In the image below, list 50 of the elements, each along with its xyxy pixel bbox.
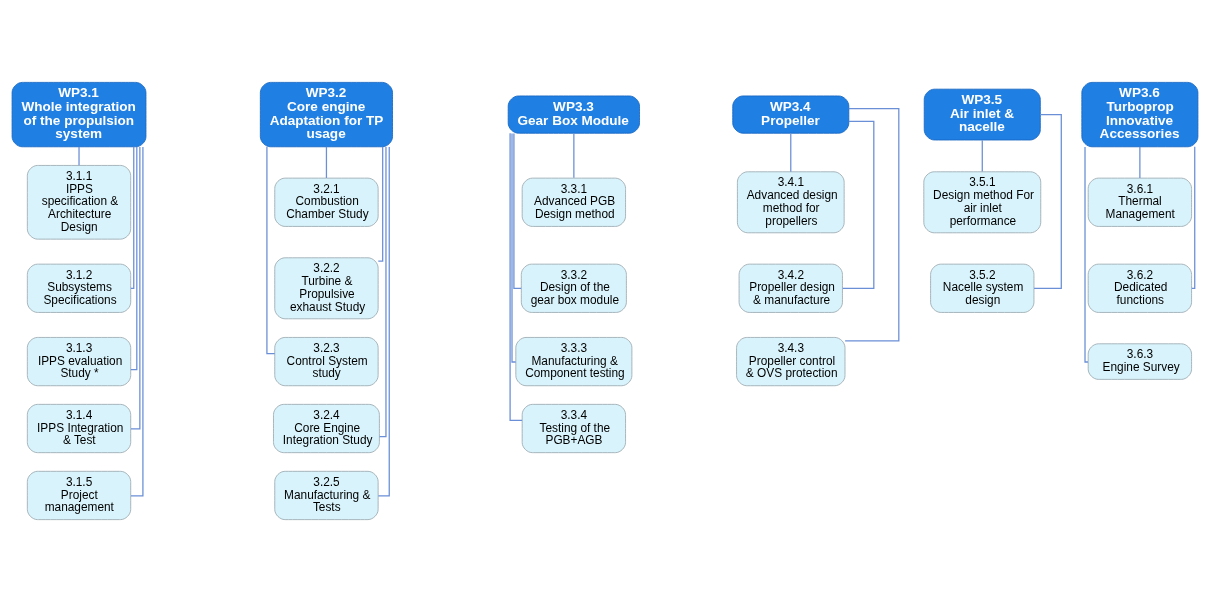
node-box: 3.2.4 Core Engine Integration Study xyxy=(273,403,380,453)
connector xyxy=(130,145,144,497)
connector xyxy=(981,139,983,172)
node-box: 3.4.2 Propeller design & manufacture xyxy=(738,263,843,313)
node-box: 3.3.2 Design of the gear box module xyxy=(520,263,627,313)
node-box: 3.5.1 Design method For air inlet performance xyxy=(923,170,1042,233)
node-box: 3.6.3 Engine Survey xyxy=(1087,342,1192,380)
node-box: 3.3.3 Manufacturing & Component testing xyxy=(515,336,633,386)
connector xyxy=(378,145,387,437)
node-box: 3.3.4 Testing of the PGB+AGB xyxy=(521,403,626,453)
connector xyxy=(266,145,276,354)
connector xyxy=(513,132,522,289)
connector xyxy=(842,120,875,289)
node-box: 3.6.2 Dedicated functions xyxy=(1087,263,1192,313)
node-box: 3.2.2 Turbine & Propulsive exhaust Study xyxy=(274,256,379,319)
connector xyxy=(78,145,80,166)
node-box: WP3.2 Core engine Adaptation for TP usage xyxy=(259,81,393,147)
connector xyxy=(377,145,390,497)
node-box: 3.2.5 Manufacturing & Tests xyxy=(274,470,379,520)
node-box: 3.1.2 Subsystems Specifications xyxy=(26,263,132,313)
connector xyxy=(844,107,900,341)
node-box: 3.4.1 Advanced design method for propellers xyxy=(736,170,845,233)
node-box: 3.5.2 Nacelle system design xyxy=(930,263,1035,313)
node-box: 3.1.1 IPPS specification & Architecture Design xyxy=(26,164,132,240)
node-box: 3.2.1 Combustion Chamber Study xyxy=(274,177,379,227)
node-box: 3.1.5 Project management xyxy=(26,470,132,520)
node-box: WP3.4 Propeller xyxy=(732,95,850,134)
connector xyxy=(377,146,384,262)
connector xyxy=(130,145,135,289)
node-box: 3.1.4 IPPS Integration & Test xyxy=(26,403,132,453)
node-box: WP3.6 Turboprop Innovative Accessories xyxy=(1081,81,1199,147)
node-box: 3.2.3 Control System study xyxy=(274,336,379,386)
connector xyxy=(1084,145,1089,363)
node-box: 3.3.1 Advanced PGB Design method xyxy=(521,177,626,227)
node-box: 3.6.1 Thermal Management xyxy=(1087,177,1192,227)
connector xyxy=(573,132,575,178)
node-box: WP3.5 Air inlet & nacelle xyxy=(923,88,1041,140)
connector xyxy=(1191,145,1196,289)
connector xyxy=(511,132,517,363)
node-box: 3.4.3 Propeller control & OVS protection xyxy=(736,336,846,386)
node-box: WP3.1 Whole integration of the propulsion system xyxy=(11,81,147,147)
node-box: 3.1.3 IPPS evaluation Study * xyxy=(26,336,132,386)
connector xyxy=(509,132,523,421)
connector xyxy=(325,145,328,179)
connector xyxy=(790,132,792,172)
node-box: WP3.3 Gear Box Module xyxy=(507,95,640,134)
connector xyxy=(1139,145,1141,179)
connector xyxy=(130,145,141,430)
connector xyxy=(130,145,138,370)
connector xyxy=(1033,113,1062,289)
